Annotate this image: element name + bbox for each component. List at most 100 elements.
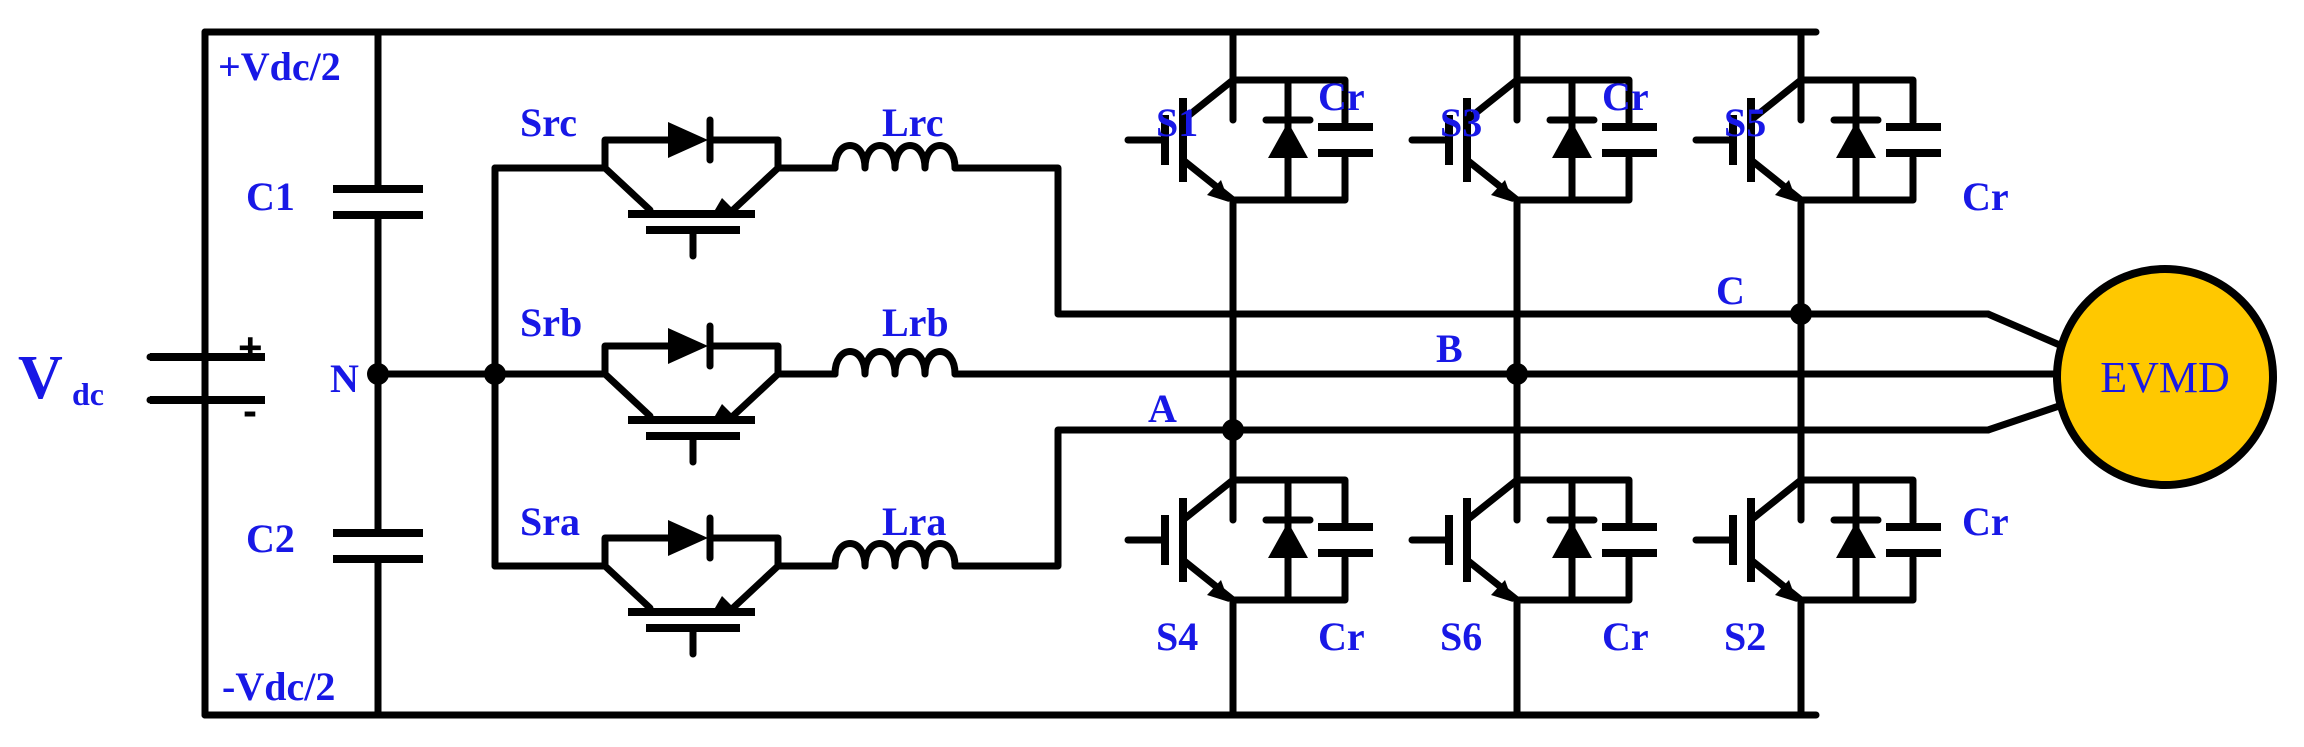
switch-lower-a-box-bottom [1229,554,1349,604]
minus-sign: - [243,387,257,434]
lrb-label: Lrb [882,300,949,345]
switch-lower-c-collector [1747,476,1805,524]
phase-b-label: B [1436,326,1463,371]
aux-switch-b-diode-lead-left [601,342,672,378]
switch-lower-b-arrow [1491,580,1513,602]
aux-switch-c-diode-lead-right [706,136,782,172]
switch-upper-b-box-bottom [1513,154,1633,204]
lra-label: Lra [882,499,946,544]
aux-switch-b-diode-lead-right [706,342,782,378]
aux-switch-c-emitter-left [601,164,654,214]
aux-c-to-phase-c [1006,164,1992,318]
switch-upper-b-box-top [1513,76,1633,126]
switch-upper-b-collector [1463,76,1521,124]
plus-sign: + [238,324,263,371]
aux-a-to-phase-a [1006,426,1992,570]
switch-upper-b-arrow [1491,180,1513,202]
s6-label: S6 [1440,614,1482,659]
switch-upper-c-collector [1747,76,1805,124]
switch-lower-c-box-top [1797,476,1917,526]
srb-label: Srb [520,300,582,345]
wiring [146,28,2066,719]
neutral-label: N [330,356,359,401]
aux-switch-b-arrow [712,404,738,421]
aux-switch-c-diode [668,122,708,158]
switch-lower-c-diode [1836,522,1876,558]
aux-switch-b-emitter-left [601,370,654,420]
switch-lower-c-box-bottom [1797,554,1917,604]
switch-upper-b-diode [1552,122,1592,158]
switch-lower-a-diode [1268,522,1308,558]
cr-label-4: Cr [1318,614,1365,659]
cr-label-3: Cr [1962,174,2009,219]
switch-lower-a-collector [1179,476,1237,524]
c2-label: C2 [246,516,295,561]
aux-switch-b-diode [668,328,708,364]
aux-switch-a-emitter-right [729,562,782,612]
switch-upper-a-diode [1268,122,1308,158]
switch-upper-c-diode [1836,122,1876,158]
motor-lead-c [1984,310,2066,350]
source-subscript: dc [72,376,104,412]
sra-label: Sra [520,499,580,544]
s4-label: S4 [1156,614,1198,659]
switch-lower-b-box-top [1513,476,1633,526]
aux-switch-a-diode [668,520,708,556]
phase-node-b [1506,363,1528,385]
aux-switch-b-emitter-right [729,370,782,420]
aux-switch-c-emitter-right [729,164,782,214]
inductor-b [831,348,959,378]
c1-capacitor-gap [370,192,386,212]
lrc-label: Lrc [882,100,943,145]
cr-label-2: Cr [1602,74,1649,119]
s1-label: S1 [1156,100,1198,145]
switch-upper-c-box-top [1797,76,1917,126]
aux-switch-a-diode-lead-right [706,534,782,570]
switch-upper-c-arrow [1775,180,1797,202]
switch-upper-a-arrow [1207,180,1229,202]
switch-lower-b-box-bottom [1513,554,1633,604]
switch-upper-a-box-top [1229,76,1349,126]
motor: EVMD [2053,265,2277,489]
inductor-c [831,142,959,172]
phase-node-a [1222,419,1244,441]
motor-circle [2053,265,2277,489]
motor-lead-a [1984,401,2066,434]
aux-switch-a-emitter-left [601,562,654,612]
source-label: V [18,344,63,412]
neutral-node [367,363,389,385]
cr-label-6: Cr [1962,499,2009,544]
c1-label: C1 [246,174,295,219]
switch-upper-a-collector [1179,76,1237,124]
aux-junction-node [484,363,506,385]
aux-switch-a-arrow [712,596,738,613]
cr-label-5: Cr [1602,614,1649,659]
switch-lower-a-arrow [1207,580,1229,602]
c2-capacitor-gap [370,536,386,556]
aux-switch-c-arrow [712,198,738,215]
negative-rail-label: -Vdc/2 [222,664,335,709]
switch-lower-b-diode [1552,522,1592,558]
s2-label: S2 [1724,614,1766,659]
phase-c-label: C [1716,268,1745,313]
switch-lower-a-box-top [1229,476,1349,526]
aux-switch-a-diode-lead-left [601,534,672,570]
switch-lower-c-arrow [1775,580,1797,602]
s3-label: S3 [1440,100,1482,145]
s5-label: S5 [1724,100,1766,145]
src-label: Src [520,100,577,145]
components [150,98,1941,632]
cr-label-1: Cr [1318,74,1365,119]
positive-rail-label: +Vdc/2 [218,44,341,89]
labels: V dc + - +Vdc/2 -Vdc/2 C1 C2 N Src Srb S… [18,44,2009,709]
inductor-a [831,540,959,570]
aux-switch-c-diode-lead-left [601,136,672,172]
switch-upper-c-box-bottom [1797,154,1917,204]
switch-upper-a-box-bottom [1229,154,1349,204]
switch-lower-b-collector [1463,476,1521,524]
phase-node-c [1790,303,1812,325]
motor-label: EVMD [2100,353,2230,402]
phase-a-label: A [1148,386,1177,431]
